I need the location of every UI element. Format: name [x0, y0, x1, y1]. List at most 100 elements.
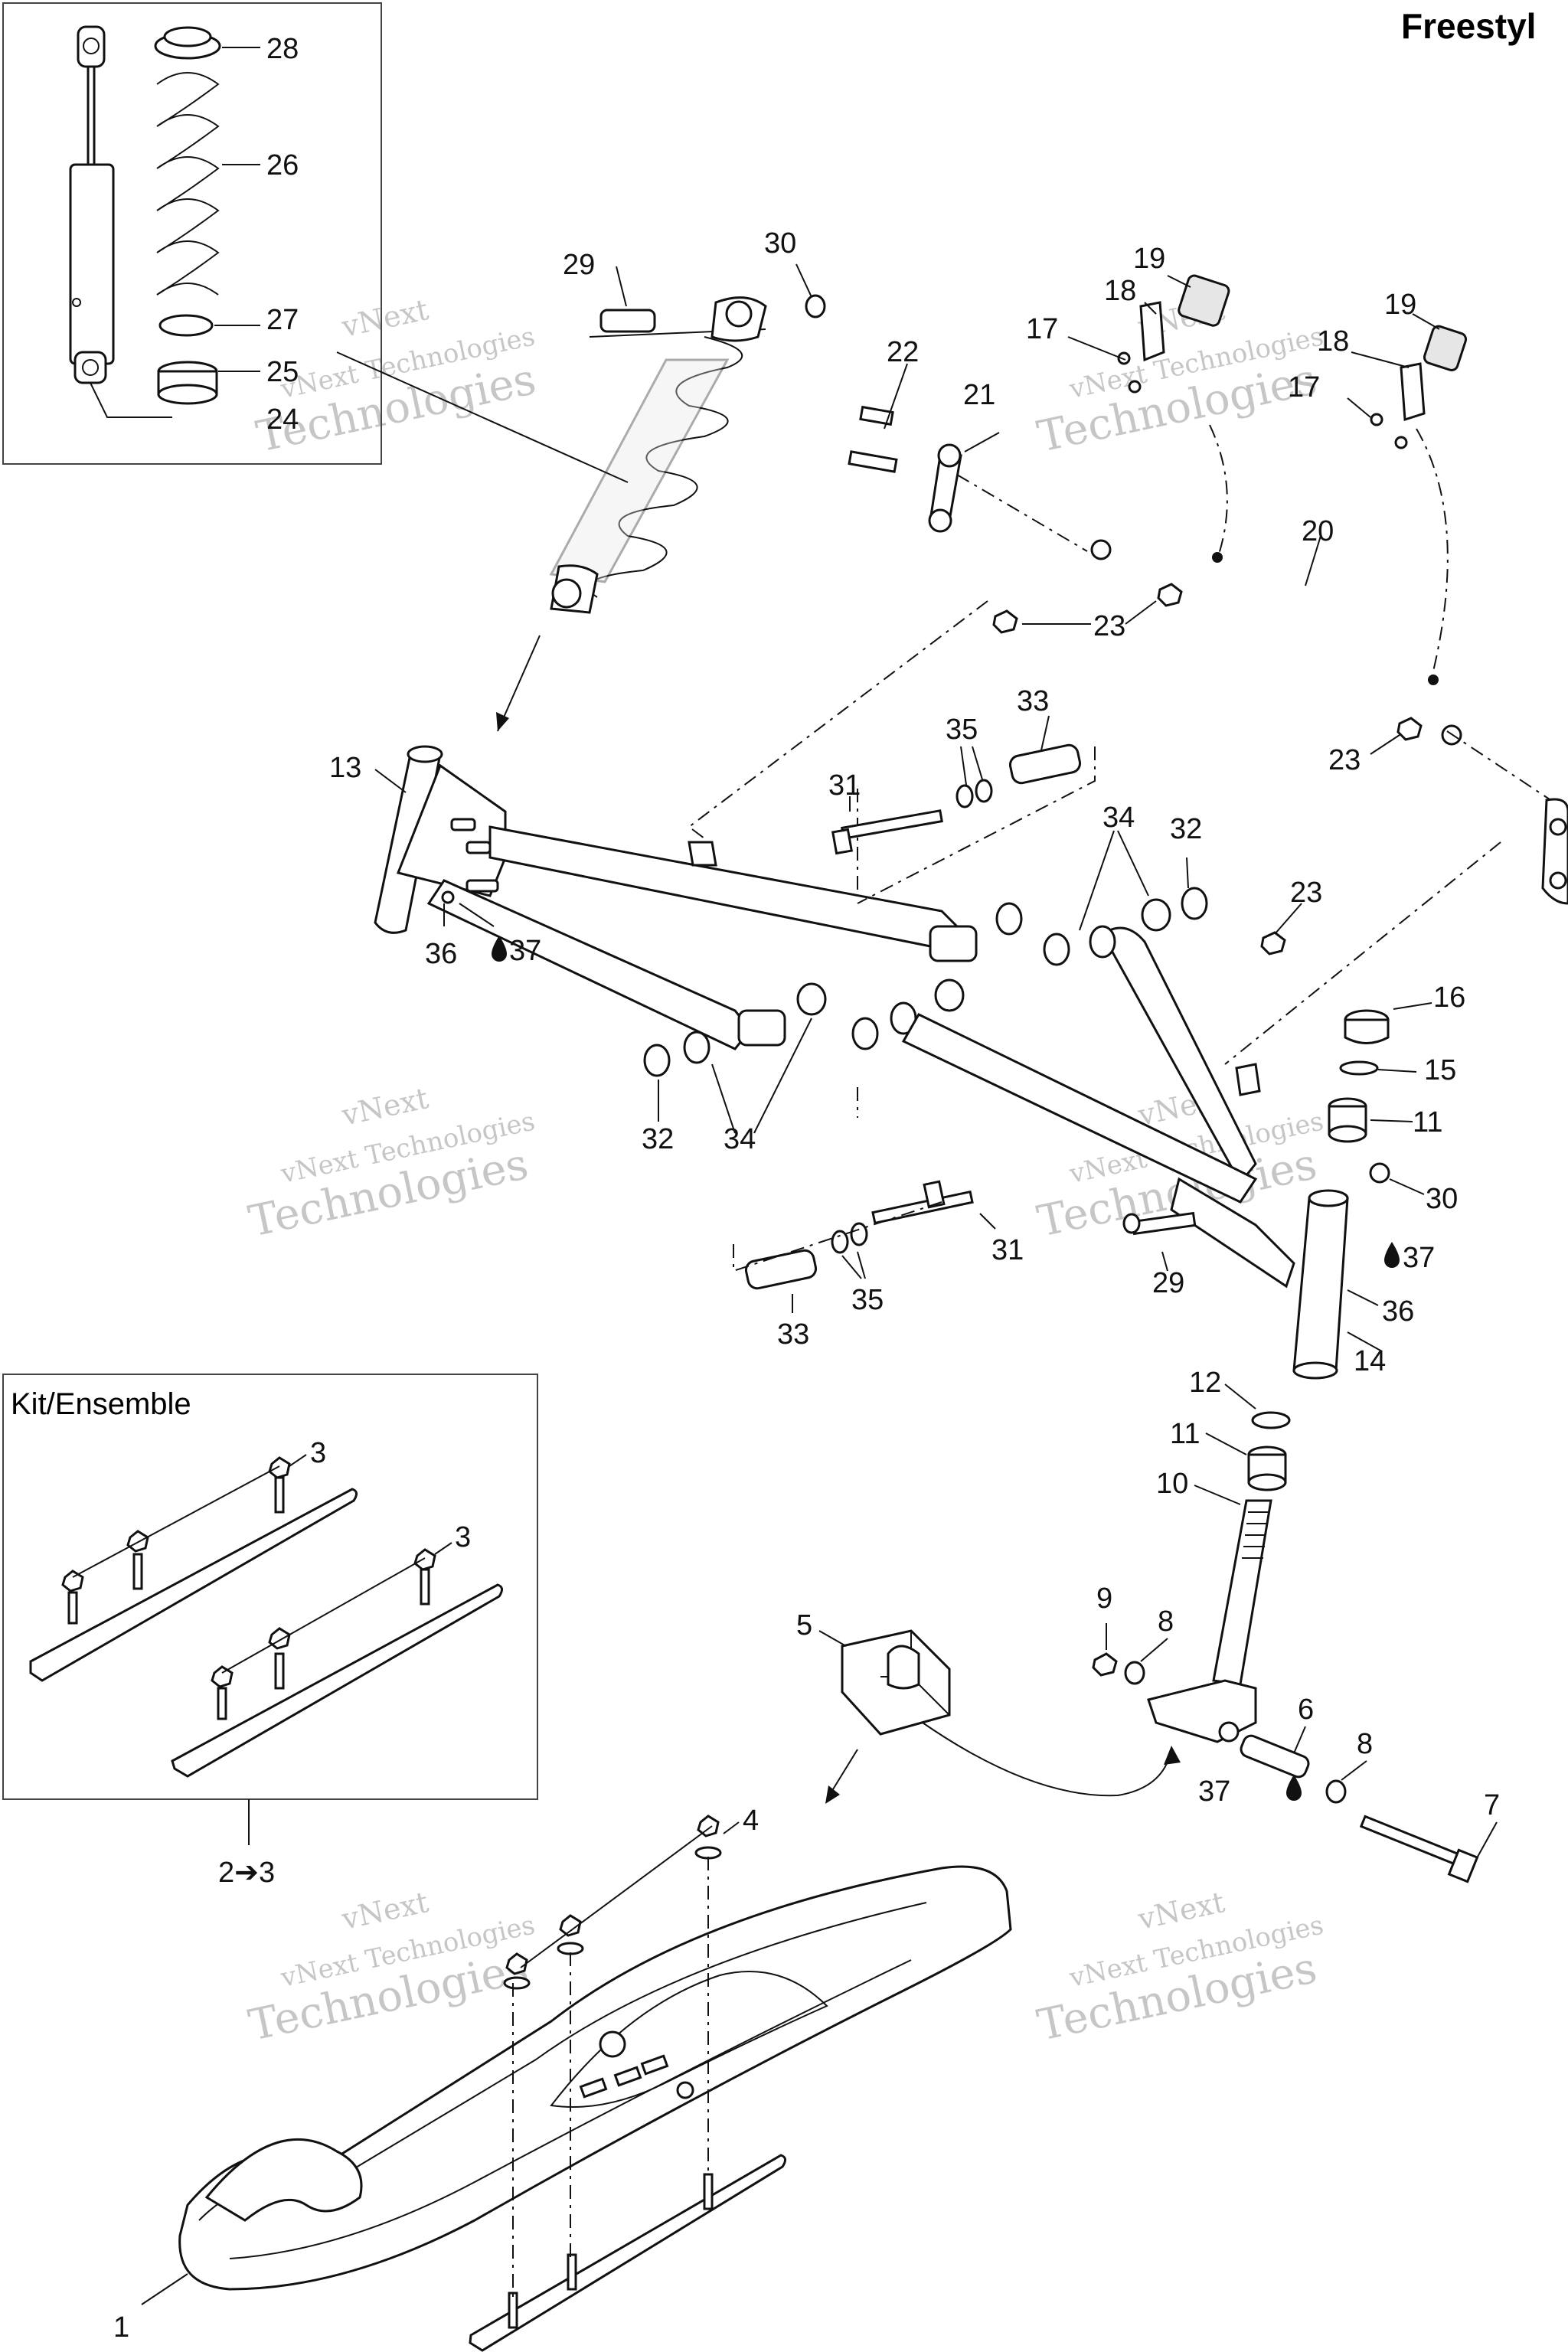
sway-bar: [1090, 532, 1474, 746]
carbide-runner-kit-1: [29, 1456, 358, 1682]
spring-top-cap: [154, 26, 221, 60]
lower-a-arm: [901, 926, 1295, 1289]
label-26: 26: [266, 149, 299, 181]
label-27: 27: [266, 304, 299, 336]
adjuster-collar: [157, 361, 218, 405]
spindle-10: [1147, 1499, 1272, 1743]
coil-spring-detail: [156, 72, 220, 296]
label-16: 16: [1433, 982, 1465, 1014]
nut-9: [1092, 1652, 1118, 1677]
label-15: 15: [1424, 1054, 1456, 1086]
label-33-bottom: 33: [777, 1318, 809, 1351]
label-29-top: 29: [563, 249, 595, 281]
label-31-top: 31: [828, 769, 861, 802]
label-29-lower: 29: [1152, 1267, 1184, 1299]
watermark-group: vNext vNext Technologies Technologies vN…: [244, 292, 1326, 2051]
label-5: 5: [796, 1609, 812, 1642]
label-17-right: 17: [1288, 371, 1320, 403]
shock-assembly: [549, 294, 826, 614]
label-28: 28: [266, 33, 299, 65]
bolt-31-top: [831, 809, 943, 855]
label-3-top: 3: [310, 1437, 326, 1469]
label-34-right: 34: [1102, 802, 1135, 834]
bolt-7: [1359, 1815, 1479, 1883]
label-6: 6: [1298, 1694, 1314, 1726]
watermark-5: vNext vNext Technologies Technologies: [244, 1885, 537, 2051]
watermark-2: vNext vNext Technologies Technologies: [1033, 292, 1326, 462]
shock-to-frame-arrow: [497, 635, 541, 732]
kit-box: [2, 1374, 538, 1800]
label-7: 7: [1484, 1789, 1500, 1821]
label-8-right: 8: [1357, 1728, 1373, 1760]
label-4: 4: [743, 1805, 759, 1837]
washers-35-top: [956, 779, 993, 808]
label-31-bottom: 31: [991, 1234, 1024, 1266]
label-9: 9: [1096, 1583, 1112, 1615]
svg-text:vNext: vNext: [338, 1081, 432, 1132]
label-19-left: 19: [1133, 243, 1165, 275]
svg-text:vNext: vNext: [338, 1885, 432, 1936]
ring-15: [1339, 1060, 1379, 1076]
label-13: 13: [329, 752, 361, 784]
label-30-lower: 30: [1426, 1183, 1458, 1215]
label-20: 20: [1302, 515, 1334, 547]
spacer-33-top: [1008, 743, 1082, 785]
sway-bar-bracket-right: [1370, 325, 1468, 449]
oil-drop-icon: [1286, 1775, 1302, 1801]
label-22: 22: [887, 336, 919, 368]
kit-box-label: Kit/Ensemble: [11, 1387, 191, 1421]
label-35-bottom: 35: [851, 1284, 884, 1316]
label-18-right: 18: [1317, 325, 1349, 358]
label-34-left: 34: [724, 1123, 756, 1155]
label-35-top: 35: [946, 714, 978, 746]
shock-detail-box: [2, 2, 382, 465]
bushings-right: [1043, 887, 1208, 966]
frame-edge-fragment: [1541, 798, 1568, 905]
ski-1: [178, 1865, 1012, 2291]
label-32-left: 32: [642, 1123, 674, 1155]
label-23-mid: 23: [1290, 877, 1322, 909]
washers-35-bottom: [831, 1222, 868, 1254]
label-11-bottom: 11: [1170, 1418, 1200, 1450]
label-1: 1: [113, 2311, 129, 2344]
bushing-11-bottom: [1247, 1446, 1287, 1491]
shock-absorber-detail: [69, 25, 115, 384]
label-11-top: 11: [1413, 1106, 1442, 1138]
page-title: Freestyl: [1401, 6, 1536, 46]
label-23-top: 23: [1093, 610, 1125, 642]
label-32-right: 32: [1170, 813, 1202, 845]
label-12: 12: [1189, 1367, 1221, 1399]
label-37-bottom: 37: [1198, 1775, 1230, 1808]
ski-block-5: [841, 1629, 951, 1736]
leader-24: [90, 382, 172, 418]
label-30-top: 30: [764, 227, 796, 260]
washer-8-right: [1325, 1779, 1347, 1804]
bolt-29-lower: [1122, 1211, 1197, 1236]
oil-drop-icon: [1384, 1242, 1400, 1268]
washer-12: [1251, 1411, 1291, 1429]
washer-30-lower: [1369, 1162, 1390, 1184]
label-17-left: 17: [1026, 313, 1058, 345]
label-23-right: 23: [1328, 744, 1361, 776]
ski-runner: [469, 2154, 786, 2352]
sway-bar-bracket-left: [1117, 274, 1230, 394]
oil-drop-icon: [492, 936, 507, 962]
watermark-6: vNext vNext Technologies Technologies: [1033, 1885, 1326, 2051]
label-25: 25: [266, 356, 299, 388]
label-36-right: 36: [1382, 1295, 1414, 1328]
cap-16: [1344, 1009, 1390, 1044]
label-33-top: 33: [1017, 685, 1049, 717]
label-24: 24: [266, 403, 299, 436]
label-3-bottom: 3: [455, 1521, 471, 1553]
watermark-3: vNext vNext Technologies Technologies: [244, 1081, 537, 1247]
label-37-left: 37: [509, 935, 541, 967]
label-21: 21: [963, 379, 995, 411]
label-18-left: 18: [1104, 275, 1136, 307]
spring-seat-ring: [158, 314, 214, 337]
label-19-right: 19: [1384, 289, 1416, 321]
label-14: 14: [1354, 1345, 1386, 1377]
carbide-runner-kit-2: [171, 1548, 503, 1778]
sway-bar-links: [848, 405, 962, 533]
sleeve-6: [1240, 1734, 1310, 1779]
